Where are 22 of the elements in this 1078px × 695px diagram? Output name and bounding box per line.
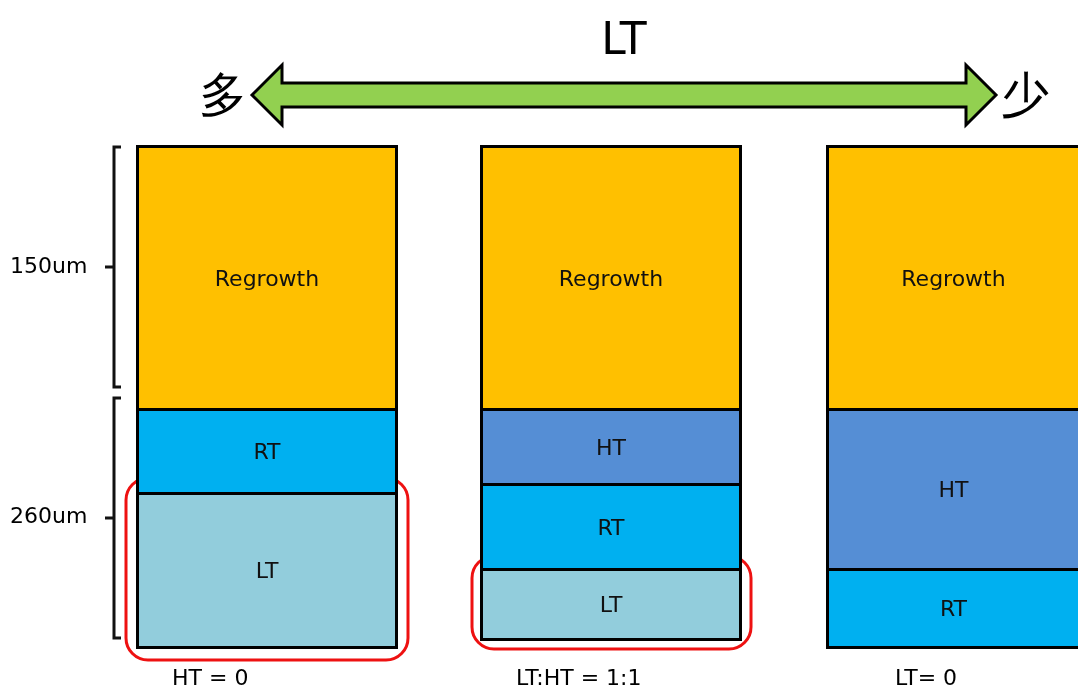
layer-box: Regrowth [483,148,739,408]
layer-stack [136,145,398,649]
layer-box: RT [139,408,395,492]
end-label: 多 [194,65,252,125]
dimension-label: 150um [10,253,88,278]
layer-box: LT [483,568,739,638]
layer-stack [826,145,1078,649]
layer-box: RT [483,483,739,568]
end-label: 少 [996,65,1054,125]
dimension-label: 260um [10,503,88,528]
caption-text: LT:HT = 1:1 [516,665,642,690]
layer-box: HT [829,408,1078,568]
layer-stack [480,145,742,641]
double-arrow [249,61,999,129]
layer-box: LT [139,492,395,646]
caption-text: HT = 0 [172,665,249,690]
caption-text: LT= 0 [895,665,958,690]
layer-box: RT [829,568,1078,646]
edge-label: LT [600,12,648,66]
layer-box: HT [483,408,739,483]
layer-box: Regrowth [829,148,1078,408]
layer-box: Regrowth [139,148,395,408]
